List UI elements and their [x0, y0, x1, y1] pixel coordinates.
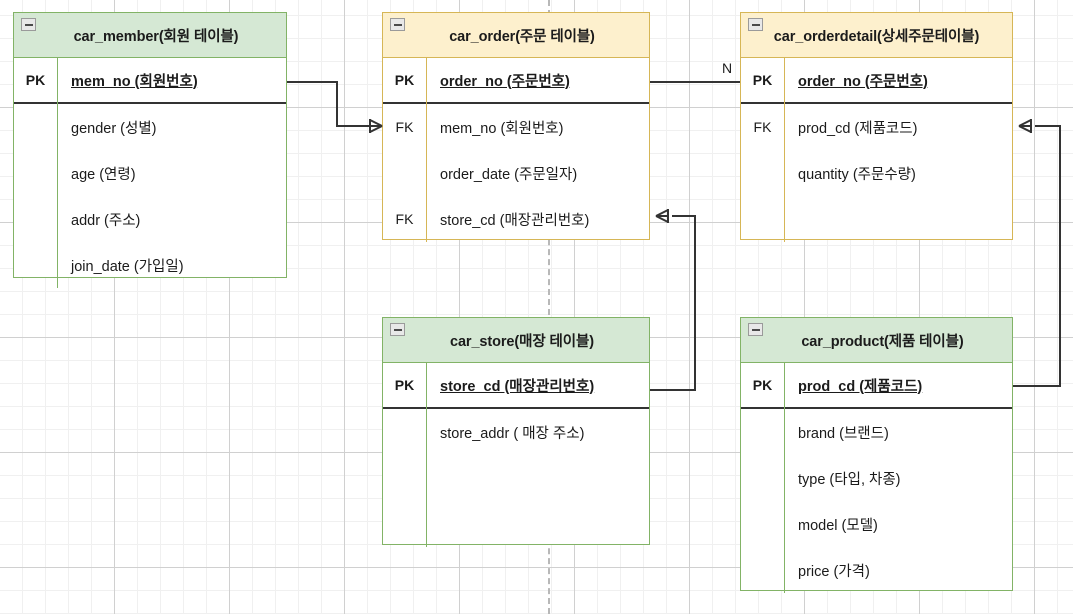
table-row[interactable]: PK mem_no (회원번호) [14, 58, 286, 104]
row-field: addr (주소) [71, 212, 141, 229]
entity-title-car-orderdetail: car_orderdetail(상세주문테이블) [773, 28, 980, 45]
row-key: FK [395, 211, 414, 227]
entity-car-store[interactable]: car_store(매장 테이블) PK store_cd (매장관리번호) s… [382, 317, 650, 547]
row-field: store_cd (매장관리번호) [440, 212, 590, 229]
entity-header-car-product[interactable]: car_product(제품 테이블) [741, 318, 1012, 363]
table-row[interactable]: gender (성별) [14, 104, 286, 150]
row-field: age (연령) [71, 166, 136, 183]
entity-title-car-store: car_store(매장 테이블) [450, 333, 594, 350]
relationship-line-orderdetail-product-seg2[interactable] [1059, 125, 1061, 387]
row-field: store_addr ( 매장 주소) [440, 425, 585, 442]
entity-body-car-orderdetail: PK order_no (주문번호) FK prod_cd (제품코드) qua… [741, 58, 1012, 242]
table-row[interactable]: type (타입, 차종) [741, 455, 1012, 501]
relationship-line-member-order-seg1[interactable] [287, 81, 338, 83]
table-row[interactable]: PK order_no (주문번호) [741, 58, 1012, 104]
row-field: order_date (주문일자) [440, 166, 578, 183]
row-field: mem_no (회원번호) [71, 73, 198, 90]
table-row[interactable]: age (연령) [14, 150, 286, 196]
entity-car-member[interactable]: car_member(회원 테이블) PK mem_no (회원번호) gend… [13, 12, 287, 288]
relationship-line-order-store-seg2[interactable] [694, 215, 696, 391]
entity-car-orderdetail[interactable]: car_orderdetail(상세주문테이블) PK order_no (주문… [740, 12, 1013, 242]
row-field: brand (브랜드) [798, 425, 889, 442]
collapse-minus-icon[interactable] [390, 323, 405, 336]
row-field: prod_cd (제품코드) [798, 120, 918, 137]
crows-foot-marker-order-memno [366, 118, 383, 134]
entity-header-car-orderdetail[interactable]: car_orderdetail(상세주문테이블) [741, 13, 1012, 58]
row-field: model (모델) [798, 517, 878, 534]
table-row[interactable]: model (모델) [741, 501, 1012, 547]
table-row[interactable]: price (가격) [741, 547, 1012, 593]
table-row[interactable]: store_addr ( 매장 주소) [383, 409, 649, 455]
entity-title-car-member: car_member(회원 테이블) [73, 28, 239, 45]
row-key: FK [395, 119, 414, 135]
relationship-line-order-orderdetail[interactable] [650, 81, 740, 83]
relationship-line-member-order-seg2[interactable] [336, 81, 338, 127]
row-key: PK [752, 377, 773, 393]
row-field: store_cd (매장관리번호) [440, 378, 595, 395]
row-field: quantity (주문수량) [798, 166, 916, 183]
table-row[interactable]: FK mem_no (회원번호) [383, 104, 649, 150]
relationship-line-member-order-seg3[interactable] [336, 125, 382, 127]
row-field: mem_no (회원번호) [440, 120, 564, 137]
table-row[interactable]: order_date (주문일자) [383, 150, 649, 196]
table-row[interactable]: join_date (가입일) [14, 242, 286, 288]
relationship-line-orderdetail-product-seg1[interactable] [1035, 125, 1061, 127]
collapse-minus-icon[interactable] [748, 18, 763, 31]
entity-body-car-order: PK order_no (주문번호) FK mem_no (회원번호) orde… [383, 58, 649, 242]
row-field: order_no (주문번호) [798, 73, 928, 90]
row-key: PK [394, 377, 415, 393]
table-row[interactable]: FK prod_cd (제품코드) [741, 104, 1012, 150]
entity-header-car-store[interactable]: car_store(매장 테이블) [383, 318, 649, 363]
crows-foot-marker-order-storecd [655, 208, 672, 224]
row-field: type (타입, 차종) [798, 471, 901, 488]
table-row[interactable]: PK order_no (주문번호) [383, 58, 649, 104]
entity-car-order[interactable]: car_order(주문 테이블) PK order_no (주문번호) FK … [382, 12, 650, 242]
row-field: prod_cd (제품코드) [798, 378, 923, 395]
entity-body-car-store: PK store_cd (매장관리번호) store_addr ( 매장 주소) [383, 363, 649, 547]
relationship-line-order-store-seg1[interactable] [672, 215, 696, 217]
table-row[interactable]: FK store_cd (매장관리번호) [383, 196, 649, 242]
table-row[interactable]: brand (브랜드) [741, 409, 1012, 455]
entity-car-product[interactable]: car_product(제품 테이블) PK prod_cd (제품코드) br… [740, 317, 1013, 593]
row-key: PK [752, 72, 773, 88]
collapse-minus-icon[interactable] [21, 18, 36, 31]
entity-header-car-member[interactable]: car_member(회원 테이블) [14, 13, 286, 58]
entity-title-car-product: car_product(제품 테이블) [801, 333, 964, 350]
row-key: FK [753, 119, 772, 135]
entity-body-car-member: PK mem_no (회원번호) gender (성별) age (연령) ad… [14, 58, 286, 288]
collapse-minus-icon[interactable] [748, 323, 763, 336]
relationship-line-order-store-seg3[interactable] [650, 389, 696, 391]
collapse-minus-icon[interactable] [390, 18, 405, 31]
table-row[interactable]: PK prod_cd (제품코드) [741, 363, 1012, 409]
entity-header-car-order[interactable]: car_order(주문 테이블) [383, 13, 649, 58]
row-field: order_no (주문번호) [440, 73, 570, 90]
table-row[interactable]: quantity (주문수량) [741, 150, 1012, 196]
table-row[interactable] [383, 501, 649, 547]
relationship-label-N: N [722, 60, 733, 76]
table-row[interactable]: addr (주소) [14, 196, 286, 242]
entity-title-car-order: car_order(주문 테이블) [449, 28, 595, 45]
row-field: price (가격) [798, 563, 870, 580]
relationship-line-orderdetail-product-seg3[interactable] [1013, 385, 1061, 387]
table-row[interactable] [383, 455, 649, 501]
row-key: PK [25, 72, 46, 88]
row-key: PK [394, 72, 415, 88]
crows-foot-marker-orderdetail-prodcd [1018, 118, 1035, 134]
table-row[interactable] [741, 196, 1012, 242]
row-field: join_date (가입일) [71, 258, 184, 275]
entity-body-car-product: PK prod_cd (제품코드) brand (브랜드) type (타입, … [741, 363, 1012, 593]
row-field: gender (성별) [71, 120, 157, 137]
table-row[interactable]: PK store_cd (매장관리번호) [383, 363, 649, 409]
